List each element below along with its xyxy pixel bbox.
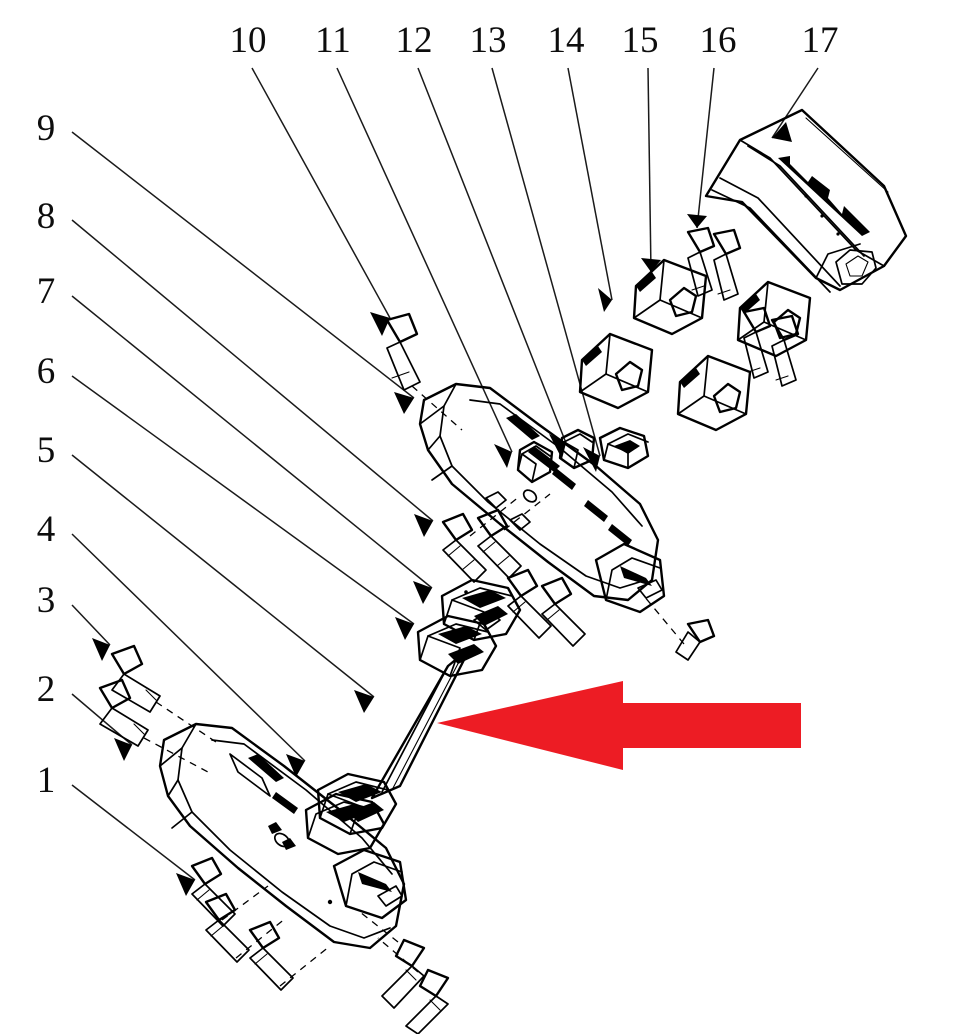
part-2-lower-triple-clamp [158,722,408,950]
part-5-lower-bearing-race [473,611,501,631]
part-13-bearing-adjuster-nut [598,426,650,470]
callout-14: 14 [548,20,585,61]
part-15-handlebar-clamp-upper [632,258,812,358]
part-16-handlebar-clamp-bolts [686,226,800,387]
callout-12: 12 [396,20,433,61]
part-4-steering-stem-shaft [304,646,472,856]
part-9-upper-triple-clamp [418,382,666,614]
leader-lines-left [71,131,434,881]
part-17-handlebar-crossbar-pad [704,108,908,293]
leader-lines-top [251,67,819,457]
callout-16: 16 [700,20,737,61]
callout-13: 13 [470,20,507,61]
callout-11: 11 [315,20,351,61]
callout-labels-left: 9 8 7 6 5 4 3 2 1 [37,108,56,801]
callout-labels-top: 10 11 12 13 14 15 16 17 [230,20,839,61]
callout-17: 17 [802,20,839,61]
callout-9: 9 [37,108,56,149]
callout-1: 1 [37,760,56,801]
red-pointer-arrow [437,681,801,770]
callout-3: 3 [37,580,56,621]
callout-8: 8 [37,196,56,237]
callout-6: 6 [37,351,56,392]
part-6-lower-bearing-seal [416,614,498,678]
callout-5: 5 [37,430,56,471]
callout-7: 7 [37,271,56,312]
part-14-handlebar-clamp-lower [578,332,752,432]
part-11-spacer-block [516,440,554,484]
callout-15: 15 [622,20,659,61]
part-1-lower-clamp-bolts [190,856,450,1034]
right-side-stem-bolt [643,595,716,661]
callout-10: 10 [230,20,267,61]
part-3-fork-pinch-bolts [98,644,217,773]
callout-4: 4 [37,509,56,550]
part-10-stem-cap-bolt [385,312,463,431]
callout-2: 2 [37,669,56,710]
part-8-upper-clamp-bolts [441,493,586,647]
leader-arrowheads [92,122,792,896]
